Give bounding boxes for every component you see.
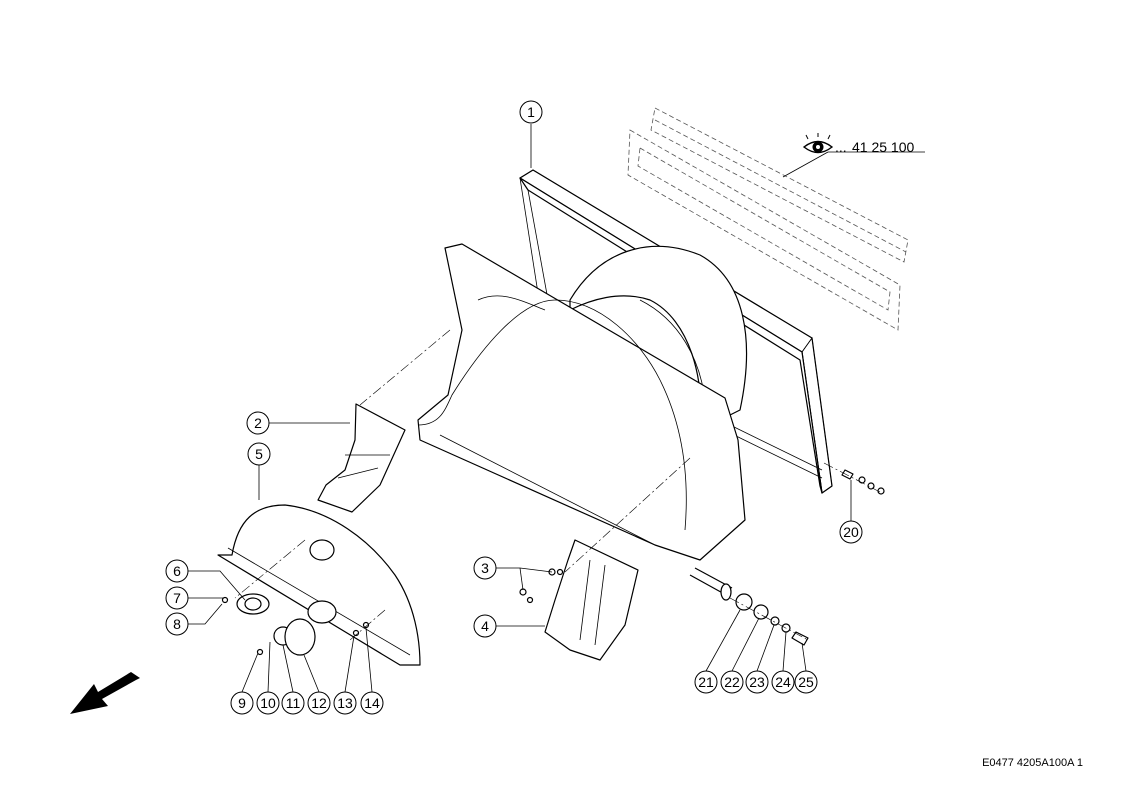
svg-text:13: 13 (337, 695, 353, 711)
eye-icon (802, 133, 834, 154)
callout-14: 14 (360, 691, 384, 715)
callout-13: 13 (333, 691, 357, 715)
callout-23: 23 (745, 670, 769, 694)
reference-number: 41 25 100 (852, 139, 914, 155)
arrow-icon (70, 672, 140, 714)
callouts: 1 2 3 4 5 6 7 8 9 10 11 12 13 14 20 21 2… (165, 100, 863, 715)
leader-lines (188, 124, 925, 693)
svg-text:1: 1 (527, 104, 535, 120)
svg-text:3: 3 (481, 560, 489, 576)
drawing-code: E0477 4205A100A 1 (982, 757, 1083, 769)
main-housing-panel (417, 243, 746, 601)
svg-text:7: 7 (173, 590, 181, 606)
svg-text:20: 20 (843, 524, 859, 540)
part-2-guide-vane (317, 403, 406, 513)
shaft-hardware (735, 593, 809, 646)
svg-text:10: 10 (260, 695, 276, 711)
svg-text:14: 14 (364, 695, 380, 711)
callout-4: 4 (473, 614, 497, 638)
part-5-cover-plate (217, 504, 421, 666)
callout-2: 2 (246, 411, 270, 435)
svg-text:5: 5 (255, 446, 263, 462)
callout-25: 25 (794, 670, 818, 694)
callout-7: 7 (165, 586, 189, 610)
cover-hardware (221, 593, 370, 656)
reference-prefix: ... (835, 139, 847, 155)
part-4-guide-vane (544, 539, 639, 661)
referenced-assembly-outline (627, 107, 909, 331)
callout-20: 20 (839, 520, 863, 544)
svg-text:12: 12 (311, 695, 327, 711)
svg-text:11: 11 (286, 695, 301, 711)
svg-text:21: 21 (698, 674, 714, 690)
svg-text:8: 8 (173, 616, 181, 632)
callout-1: 1 (519, 100, 543, 124)
callout-3: 3 (473, 556, 497, 580)
reference-label: ... 41 25 100 (802, 133, 914, 155)
svg-text:4: 4 (481, 618, 489, 634)
svg-text:22: 22 (724, 674, 740, 690)
callout-5: 5 (247, 442, 271, 466)
callout-22: 22 (720, 670, 744, 694)
callout-9: 9 (230, 691, 254, 715)
callout-8: 8 (165, 612, 189, 636)
callout-21: 21 (694, 670, 718, 694)
part-20-hardware (841, 469, 885, 495)
callout-6: 6 (165, 559, 189, 583)
callout-24: 24 (771, 670, 795, 694)
svg-text:23: 23 (749, 674, 765, 690)
svg-text:25: 25 (798, 674, 814, 690)
svg-text:2: 2 (254, 415, 262, 431)
callout-11: 11 (281, 691, 305, 715)
svg-text:24: 24 (775, 674, 791, 690)
callout-10: 10 (256, 691, 280, 715)
callout-12: 12 (307, 691, 331, 715)
svg-text:9: 9 (238, 695, 246, 711)
svg-text:6: 6 (173, 563, 181, 579)
assembly-lines (234, 329, 881, 641)
